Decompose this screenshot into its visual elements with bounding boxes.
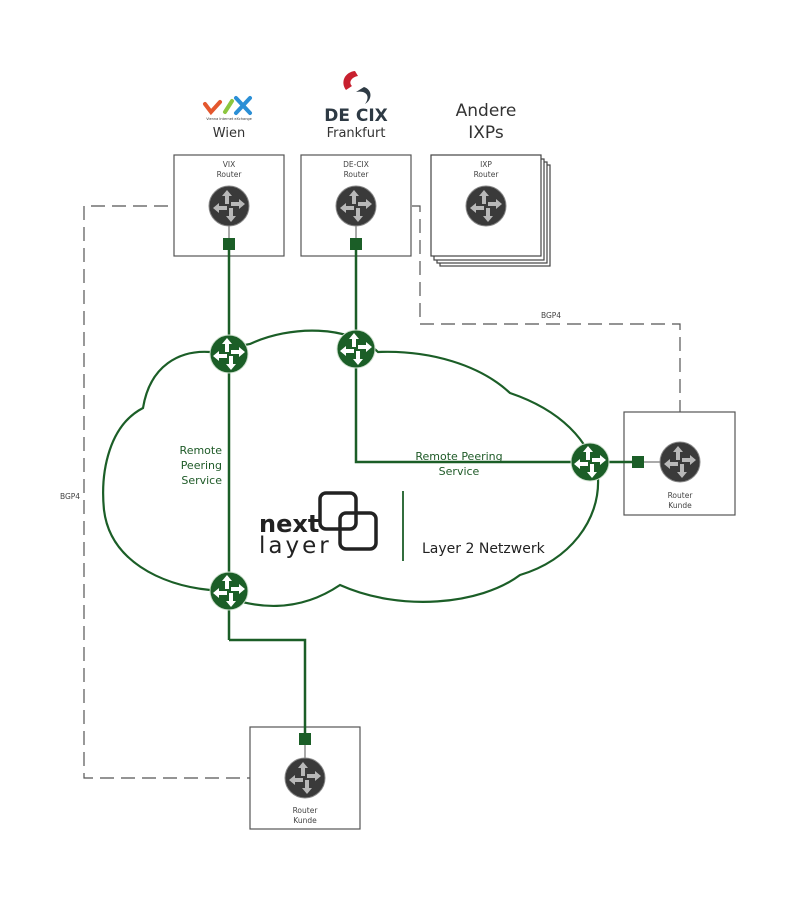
decix-logo-text: DE CIX xyxy=(324,106,388,126)
bgp-label-top: BGP4 xyxy=(541,311,561,320)
bgp-label-left: BGP4 xyxy=(60,492,80,501)
decix-router-icon[interactable] xyxy=(335,185,377,227)
other-ixp-router-label-2: Router xyxy=(474,170,500,179)
rps-right-label-2: Service xyxy=(439,465,480,478)
other-ixp-router-label-1: IXP xyxy=(480,160,492,169)
rps-left-label-3: Service xyxy=(181,474,222,487)
network-name: Layer 2 Netzwerk xyxy=(422,541,546,557)
decix-router-label-1: DE-CIX xyxy=(343,160,369,169)
vix-router-icon[interactable] xyxy=(208,185,250,227)
brand-next: next xyxy=(259,510,319,538)
other-ixps-heading-1: Andere xyxy=(456,101,517,121)
rps-left-label-2: Peering xyxy=(181,459,222,472)
edge-router-icon-customer-right[interactable] xyxy=(570,442,610,482)
remote-peering-link-left xyxy=(227,246,307,740)
customer-bottom-label-2: Kunde xyxy=(293,816,317,825)
customer-router-icon-bottom[interactable] xyxy=(284,757,326,799)
edge-router-icon-decix[interactable] xyxy=(336,329,376,369)
vix-logo-subtitle: Vienna Internet eXchange xyxy=(206,117,252,121)
vix-router-label-2: Router xyxy=(217,170,243,179)
bgp-link-left xyxy=(83,205,285,779)
layer2-cloud xyxy=(102,329,600,607)
vix-router-label-1: VIX xyxy=(223,160,235,169)
decix-logo: DE CIX xyxy=(324,71,388,126)
edge-router-icon-customer-bottom[interactable] xyxy=(209,571,249,611)
rps-right-label-1: Remote Peering xyxy=(415,450,502,463)
other-ixps-heading-2: IXPs xyxy=(468,123,504,143)
customer-right-label-1: Router xyxy=(668,491,694,500)
brand-layer: layer xyxy=(259,533,332,559)
rps-left-label-1: Remote xyxy=(180,444,223,457)
edge-router-icon-vix[interactable] xyxy=(209,334,249,374)
customer-right-label-2: Kunde xyxy=(668,501,692,510)
decix-router-label-2: Router xyxy=(344,170,370,179)
customer-router-icon-right[interactable] xyxy=(659,441,701,483)
port-customer-right xyxy=(632,456,644,468)
port-customer-bottom xyxy=(299,733,311,745)
remote-peering-link-right xyxy=(354,246,640,464)
vix-city: Wien xyxy=(213,126,245,141)
port-decix xyxy=(350,238,362,250)
other-ixp-router-icon[interactable] xyxy=(465,185,507,227)
next-layer-logo: next layer xyxy=(259,491,378,559)
vix-logo: Vienna Internet eXchange xyxy=(203,96,252,121)
port-vix xyxy=(223,238,235,250)
decix-city: Frankfurt xyxy=(327,126,386,141)
customer-bottom-label-1: Router xyxy=(293,806,319,815)
